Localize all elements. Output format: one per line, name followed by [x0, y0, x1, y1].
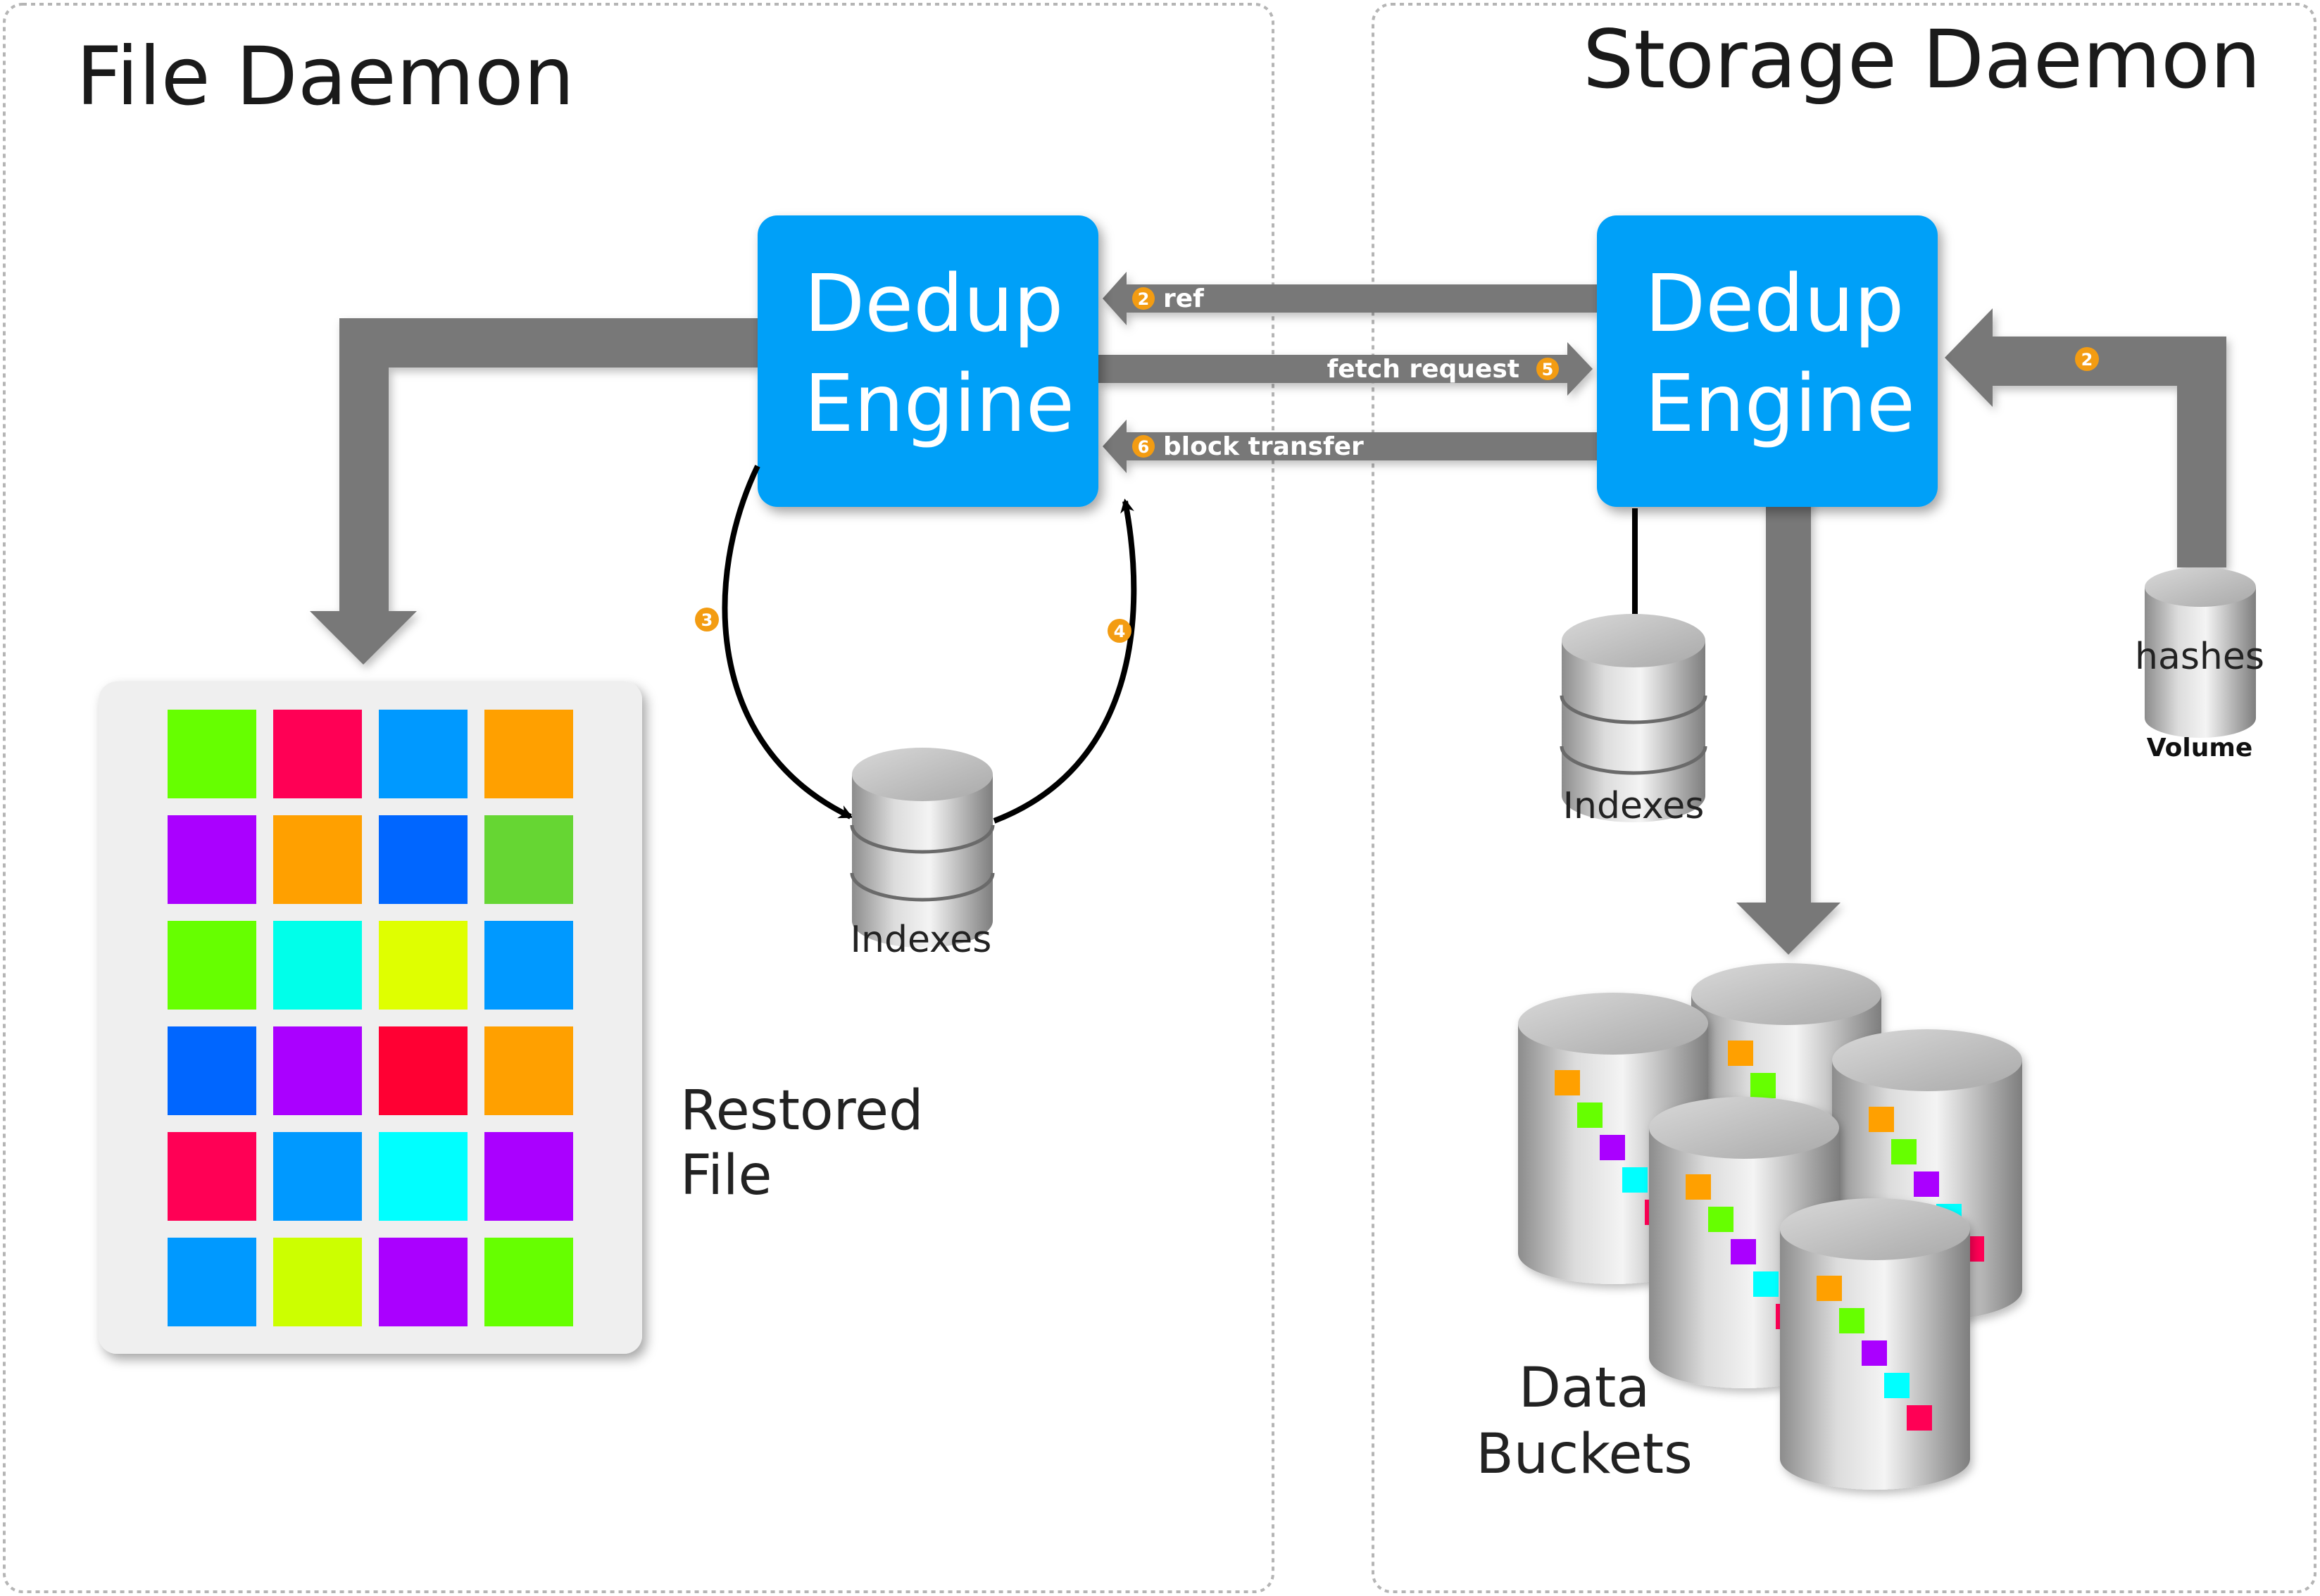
loop-back-badge: 4: [1108, 619, 1131, 643]
svg-text:6: 6: [1138, 437, 1150, 457]
sd-indexes-label: Indexes: [1563, 785, 1705, 827]
ref-text: ref: [1163, 284, 1204, 313]
file-block-r2-c2: [273, 815, 362, 904]
file-block-r5-c1: [168, 1132, 256, 1221]
fd-engine-line2: Engine: [804, 358, 1074, 450]
fd-indexes-label: Indexes: [851, 919, 992, 961]
ref-label: 2 ref: [1132, 284, 1204, 313]
svg-text:4: 4: [1114, 622, 1126, 641]
bucket-5-chip-1: [1817, 1276, 1842, 1301]
file-block-r3-c1: [168, 921, 256, 1010]
hashes-label: hashes: [2135, 636, 2264, 678]
storage-daemon-title: Storage Daemon: [1583, 13, 2261, 106]
loop-out-arrow: [722, 465, 853, 819]
hashes-in-badge: 2: [2075, 347, 2099, 371]
data-buckets-label-line1: Data: [1519, 1357, 1650, 1420]
fetch-request-badge: [1536, 358, 1559, 380]
bucket-4-chip-1: [1686, 1174, 1711, 1200]
fetch-request-text: fetch request: [1327, 355, 1519, 384]
block-transfer-label: 6 block transfer: [1132, 432, 1364, 461]
bucket-5-chip-3: [1862, 1340, 1887, 1366]
file-block-r6-c2: [273, 1238, 362, 1326]
file-block-r1-c4: [484, 710, 573, 798]
bucket-4-chip-4: [1753, 1271, 1779, 1297]
file-block-r3-c4: [484, 921, 573, 1010]
file-block-r3-c2: [273, 921, 362, 1010]
data-buckets-group: [1518, 963, 2022, 1490]
bucket-4-chip-2: [1708, 1207, 1733, 1232]
file-block-r4-c1: [168, 1026, 256, 1115]
restored-file-blocks: [168, 710, 573, 1326]
bucket-3-chip-2: [1891, 1139, 1917, 1164]
file-block-r4-c3: [379, 1026, 468, 1115]
file-block-r4-c2: [273, 1026, 362, 1115]
bucket-5-chip-5: [1907, 1405, 1932, 1431]
bucket-2-chip-1: [1555, 1070, 1580, 1095]
sd-engine-line1: Dedup: [1645, 258, 1904, 350]
volume-db-icon: [2145, 567, 2256, 738]
file-block-r6-c3: [379, 1238, 468, 1326]
fd-dedup-engine: Dedup Engine: [758, 215, 1098, 507]
bucket-1-chip-2: [1750, 1073, 1776, 1098]
bucket-3-chip-3: [1914, 1171, 1939, 1197]
storage-daemon-panel: [1372, 3, 2316, 1593]
file-block-r2-c4: [484, 815, 573, 904]
svg-text:5: 5: [1542, 360, 1554, 379]
sd-dedup-engine: Dedup Engine: [1597, 215, 1938, 507]
file-block-r6-c4: [484, 1238, 573, 1326]
svg-text:2: 2: [1138, 289, 1150, 309]
file-daemon-title: File Daemon: [76, 30, 575, 123]
block-transfer-arrow: [1103, 420, 1597, 473]
file-daemon-panel: [3, 3, 1274, 1593]
block-transfer-text: block transfer: [1163, 432, 1364, 461]
restored-file-label-line2: File: [680, 1144, 772, 1207]
file-block-r1-c2: [273, 710, 362, 798]
file-block-r1-c3: [379, 710, 468, 798]
data-buckets-label-line2: Buckets: [1476, 1423, 1692, 1486]
bucket-5-chip-4: [1884, 1373, 1910, 1398]
sd-indexes-db-icon: [1560, 614, 1707, 822]
bucket-1-chip-1: [1728, 1041, 1753, 1066]
fd-engine-line1: Dedup: [804, 258, 1063, 350]
bucket-2-chip-2: [1577, 1102, 1603, 1128]
volume-label: Volume: [2147, 734, 2253, 762]
bucket-2-chip-3: [1600, 1135, 1625, 1160]
restore-output-arrow: [310, 318, 758, 665]
file-block-r2-c3: [379, 815, 468, 904]
data-bucket-5: [1780, 1198, 1970, 1490]
file-block-r1-c1: [168, 710, 256, 798]
restored-file-label-line1: Restored: [680, 1079, 923, 1143]
svg-text:3: 3: [701, 610, 713, 630]
block-transfer-badge: [1132, 435, 1155, 458]
bucket-5-chip-2: [1839, 1308, 1864, 1333]
ref-arrow: [1103, 272, 1597, 325]
bucket-3-chip-1: [1869, 1107, 1894, 1132]
fd-indexes-db-icon: [850, 748, 995, 948]
hashes-arrow: [1945, 308, 2226, 567]
loop-out-badge: 3: [695, 608, 719, 632]
svg-text:2: 2: [2081, 350, 2093, 370]
sd-engine-line2: Engine: [1645, 358, 1915, 450]
fetch-request-arrow: [1098, 342, 1593, 396]
fetch-request-label: fetch request 5: [1327, 355, 1559, 384]
file-block-r5-c2: [273, 1132, 362, 1221]
file-block-r6-c1: [168, 1238, 256, 1326]
file-block-r2-c1: [168, 815, 256, 904]
file-block-r4-c4: [484, 1026, 573, 1115]
buckets-arrow: [1736, 493, 1841, 955]
file-block-r5-c4: [484, 1132, 573, 1221]
file-block-r3-c3: [379, 921, 468, 1010]
file-block-r5-c3: [379, 1132, 468, 1221]
ref-badge: [1132, 287, 1155, 310]
bucket-4-chip-3: [1731, 1239, 1756, 1264]
loop-back-arrow: [993, 498, 1137, 824]
bucket-2-chip-4: [1622, 1167, 1648, 1193]
